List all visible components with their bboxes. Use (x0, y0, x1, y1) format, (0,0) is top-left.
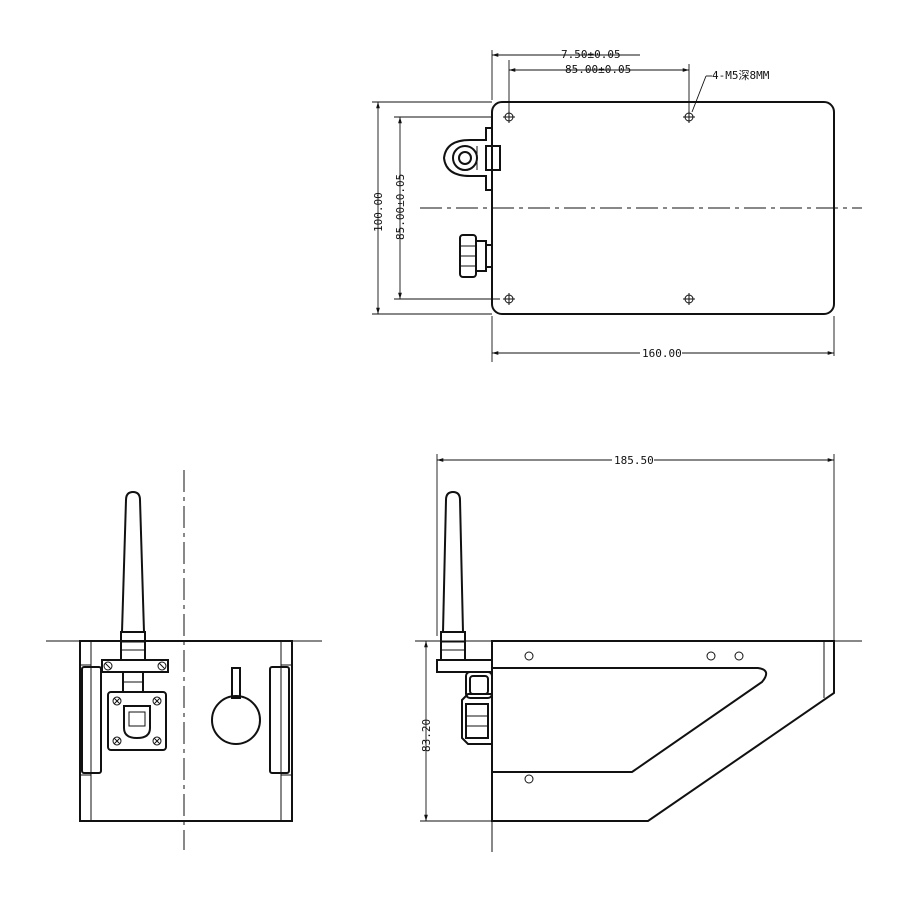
antenna-front (101, 490, 169, 693)
dim-overall-length: 185.50 (614, 454, 654, 467)
dim-side-height: 83.20 (420, 719, 433, 752)
hole-callout: 4-M5深8MM (712, 69, 770, 82)
side-hole (706, 651, 716, 661)
dim-hole-offset: 7.50±0.05 (561, 48, 621, 61)
flange-connector (107, 691, 167, 751)
antenna-connector-top (442, 127, 501, 191)
mounting-hole (503, 111, 515, 123)
side-hole (734, 651, 744, 661)
side-slot (81, 666, 102, 774)
mounting-hole (683, 293, 695, 305)
antenna-side (436, 490, 493, 673)
dim-overall-height: 100.00 (372, 192, 385, 232)
round-port (211, 667, 261, 745)
top-view: 7.50±0.05 85.00±0.05 4-M5深8MM 100.00 85.… (372, 48, 862, 362)
mounting-hole (503, 293, 515, 305)
side-slot (269, 666, 290, 774)
side-hole (524, 774, 534, 784)
connector-side (461, 671, 493, 745)
dim-plate-length: 160.00 (642, 347, 682, 360)
mounting-hole (683, 111, 695, 123)
dim-hole-spacing-horizontal: 85.00±0.05 (565, 63, 631, 76)
side-view: 185.50 83.20 (415, 452, 862, 852)
front-view-housing (79, 640, 293, 822)
dim-hole-spacing-vertical: 85.00±0.05 (394, 174, 407, 240)
front-view (46, 470, 322, 850)
side-hole (524, 651, 534, 661)
cable-gland-top (459, 234, 493, 278)
